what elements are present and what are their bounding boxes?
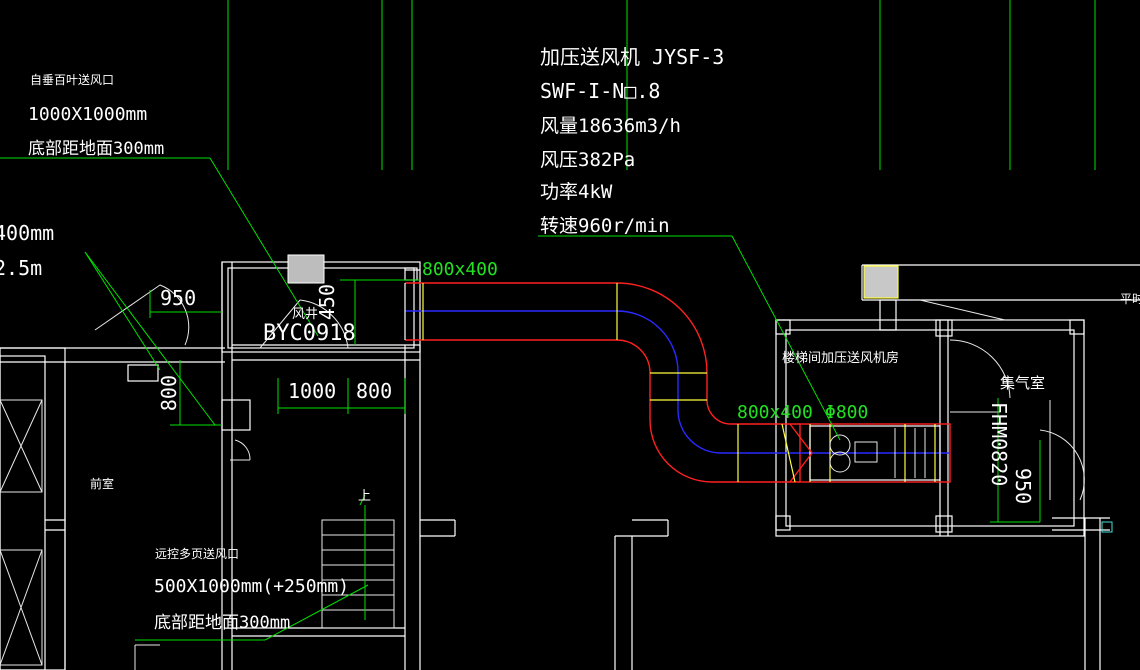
shaft-door-label: BYC0918 [263, 321, 356, 346]
partial-note-line1: 400mm [0, 221, 54, 245]
edge-text-label: 平时 [1120, 292, 1140, 306]
remote-note-height: 底部距地面300mm [154, 613, 290, 633]
left-structure [0, 254, 456, 670]
dim-950-right: 950 [1011, 468, 1035, 504]
top-grid-lines [227, 0, 1096, 170]
dim-950: 950 [160, 286, 196, 310]
remote-note: 远控多页送风口 500X1000mm(+250mm) 底部距地面300mm [154, 546, 349, 633]
fan-spec-model: SWF-I-N□.8 [540, 79, 660, 103]
fan-spec-title: 加压送风机 JYSF-3 [540, 45, 724, 69]
remote-note-title: 远控多页送风口 [155, 546, 239, 561]
partial-note: 400mm 2.5m [0, 221, 54, 280]
dim-1000: 1000 [288, 379, 336, 403]
duct-size-top: 800x400 [422, 259, 498, 280]
duct-size-room: 800x400 [737, 402, 813, 423]
fan-spec-airflow: 风量18636m3/h [540, 115, 681, 137]
gas-room-label: 集气室 [1000, 374, 1045, 392]
louver-note: 自垂百叶送风口 1000X1000mm 底部距地面300mm [28, 72, 164, 159]
room-labels: 风井 BYC0918 前室 上 楼梯间加压送风机房 集气室 FHM0820 平时 [90, 292, 1140, 504]
dim-800-horizontal: 800 [356, 379, 392, 403]
fan-spec-speed: 转速960r/min [540, 215, 670, 237]
dim-450: 450 [315, 284, 339, 320]
louver-note-size: 1000X1000mm [28, 104, 147, 125]
remote-note-size: 500X1000mm(+250mm) [154, 576, 349, 597]
stair-treads [321, 519, 395, 629]
stair-up-label: 上 [358, 489, 371, 504]
dimension-lines [149, 279, 1041, 523]
air-duct [404, 282, 951, 483]
dim-800-vertical: 800 [157, 375, 181, 411]
dimension-labels: 950 450 800 1000 800 800x400 800x400 Φ80… [157, 259, 1035, 504]
fan-room-label: 楼梯间加压送风机房 [782, 350, 899, 366]
front-room-label: 前室 [90, 476, 114, 491]
leader-lines [0, 157, 841, 641]
louver-note-height: 底部距地面300mm [28, 139, 164, 159]
fan-spec-block: 加压送风机 JYSF-3 SWF-I-N□.8 风量18636m3/h 风压38… [540, 45, 724, 237]
duct-diameter: Φ800 [825, 402, 868, 423]
fan-room-structure [775, 264, 1140, 670]
middle-walls [614, 519, 669, 670]
right-door-label: FHM0820 [987, 402, 1011, 486]
shaft-label: 风井 [292, 307, 318, 322]
fan-spec-pressure: 风压382Pa [540, 149, 635, 171]
partial-note-line2: 2.5m [0, 256, 42, 280]
louver-note-title: 自垂百叶送风口 [30, 72, 114, 87]
fan-spec-power: 功率4kW [540, 181, 613, 203]
